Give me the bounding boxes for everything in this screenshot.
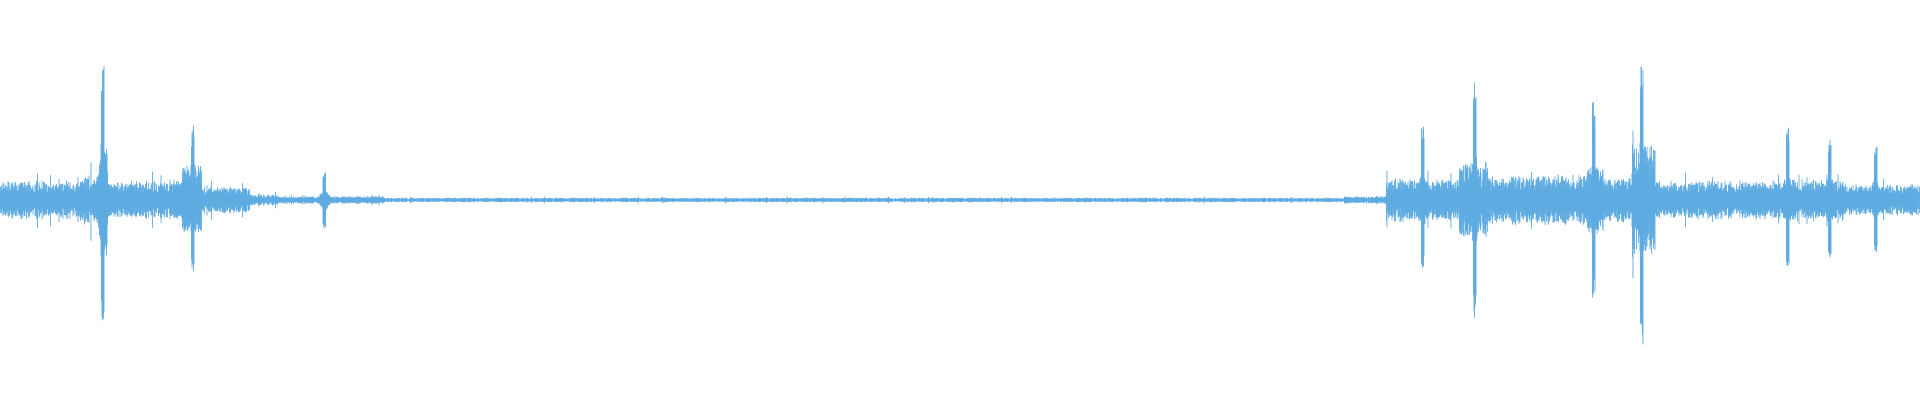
waveform-signal bbox=[0, 66, 1920, 345]
